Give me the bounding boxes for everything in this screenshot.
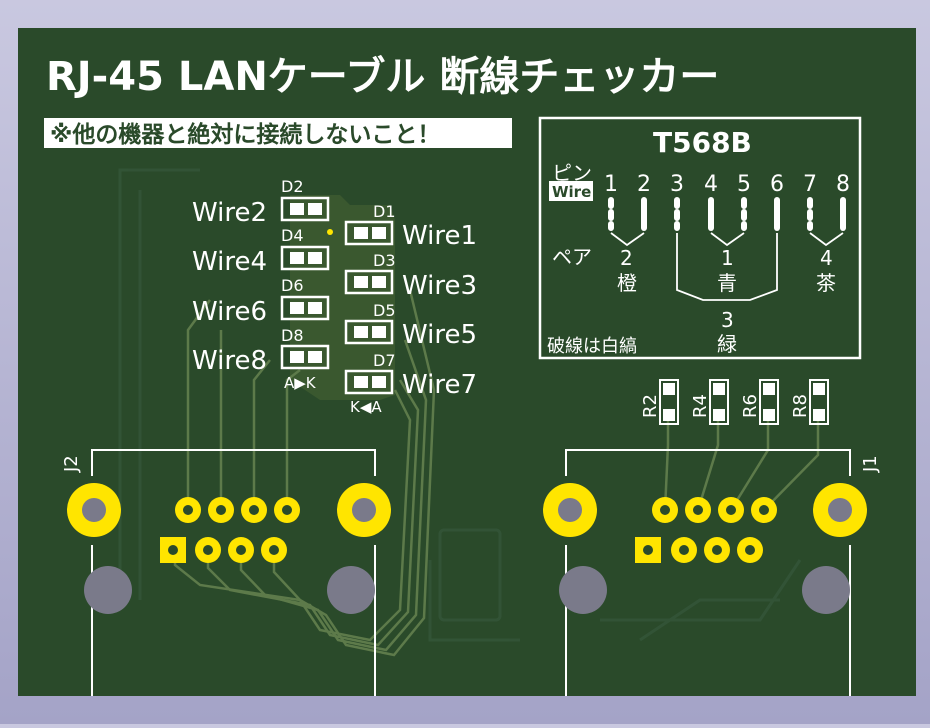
jack-pins [160,497,300,563]
polarity-right: K◀A [350,398,382,416]
led-d8: D8 Wire8 [192,326,330,376]
legend-pair-label: ペア [552,245,592,269]
resistors: R2 R4 R6 R8 [640,379,829,425]
legend-pin-numbers: 1 2 3 4 5 6 7 8 [604,172,850,197]
led-ref: D2 [281,177,304,196]
led-ref: D7 [373,351,396,370]
pair-number: 3 [721,308,734,332]
mount-hole [84,566,132,614]
pair-color: 緑 [717,332,737,356]
legend-pair-brackets [610,232,844,301]
connector-j1: J1 [543,449,881,696]
pin1-marker [327,229,333,235]
pair-color: 橙 [617,271,637,295]
led-ref: D1 [373,202,396,221]
pin-number: 5 [737,172,751,197]
resistor-ref: R6 [740,394,761,418]
led-label: Wire7 [402,370,477,400]
pin-number: 6 [770,172,784,197]
mount-hole [327,566,375,614]
legend-note: 破線は白縞 [547,336,637,357]
led-label: Wire2 [192,198,267,228]
warning-box [44,118,512,148]
bottom-layer-traces [118,168,802,642]
legend-wire-box [549,181,593,201]
led-d4: D4 Wire4 [192,226,330,277]
legend-standard: T568B [653,126,752,159]
led-ref: D3 [373,251,396,270]
pair-number: 2 [620,246,633,270]
legend-wire-label: Wire [552,183,591,201]
led-ref: D6 [281,276,304,295]
led-right-column: D1 Wire1 D3 Wire3 D5 Wire5 D7 Wire7 K◀A [344,202,477,416]
resistor-r6: R6 [740,379,779,425]
pin-number: 2 [637,172,651,197]
pair-color: 茶 [816,271,836,295]
led-label: Wire5 [402,320,477,350]
led-ref: D8 [281,326,304,345]
led-label: Wire8 [192,346,267,376]
led-d1: D1 Wire1 [344,202,477,251]
led-d3: D3 Wire3 [344,251,477,301]
led-label: Wire1 [402,221,477,251]
led-label: Wire6 [192,297,267,327]
polarity-left: A▶K [284,374,317,392]
legend-wires [608,197,846,231]
resistor-r8: R8 [790,379,829,425]
pin-number: 1 [604,172,618,197]
pin-number: 8 [836,172,850,197]
led-label: Wire3 [402,271,477,301]
pin-number: 4 [704,172,718,197]
led-ref: D4 [281,226,304,245]
led-d6: D6 Wire6 [192,276,330,327]
resistor-ref: R4 [690,394,711,418]
pair-color: 青 [717,271,737,295]
jack-pins [635,497,777,563]
led-d7: D7 Wire7 [344,351,477,400]
mount-hole [559,566,607,614]
t568b-legend: T568B ピン Wire 1 2 3 4 5 6 7 8 [538,116,862,360]
pair-number: 4 [820,246,833,270]
led-label: Wire4 [192,247,267,277]
pin-number: 7 [803,172,817,197]
pair-number: 1 [721,246,734,270]
connector-ref: J1 [860,455,881,473]
led-d5: D5 Wire5 [344,301,477,350]
pin-number: 3 [670,172,684,197]
connector-ref: J2 [61,455,82,473]
mount-hole [802,566,850,614]
led-left-column: D2 Wire2 D4 Wire4 D6 Wire6 D8 Wire8 A▶K [192,177,330,392]
resistor-ref: R8 [790,394,811,418]
board-title: RJ-45 LANケーブル 断線チェッカー [46,54,719,100]
resistor-r2: R2 [640,379,679,425]
resistor-r4: R4 [690,379,729,425]
resistor-ref: R2 [640,394,661,418]
warning-text: ※他の機器と絶対に接続しないこと！ [50,121,440,148]
connector-j2: J2 [61,449,391,696]
led-ref: D5 [373,301,396,320]
led-d2: D2 Wire2 [192,177,330,228]
